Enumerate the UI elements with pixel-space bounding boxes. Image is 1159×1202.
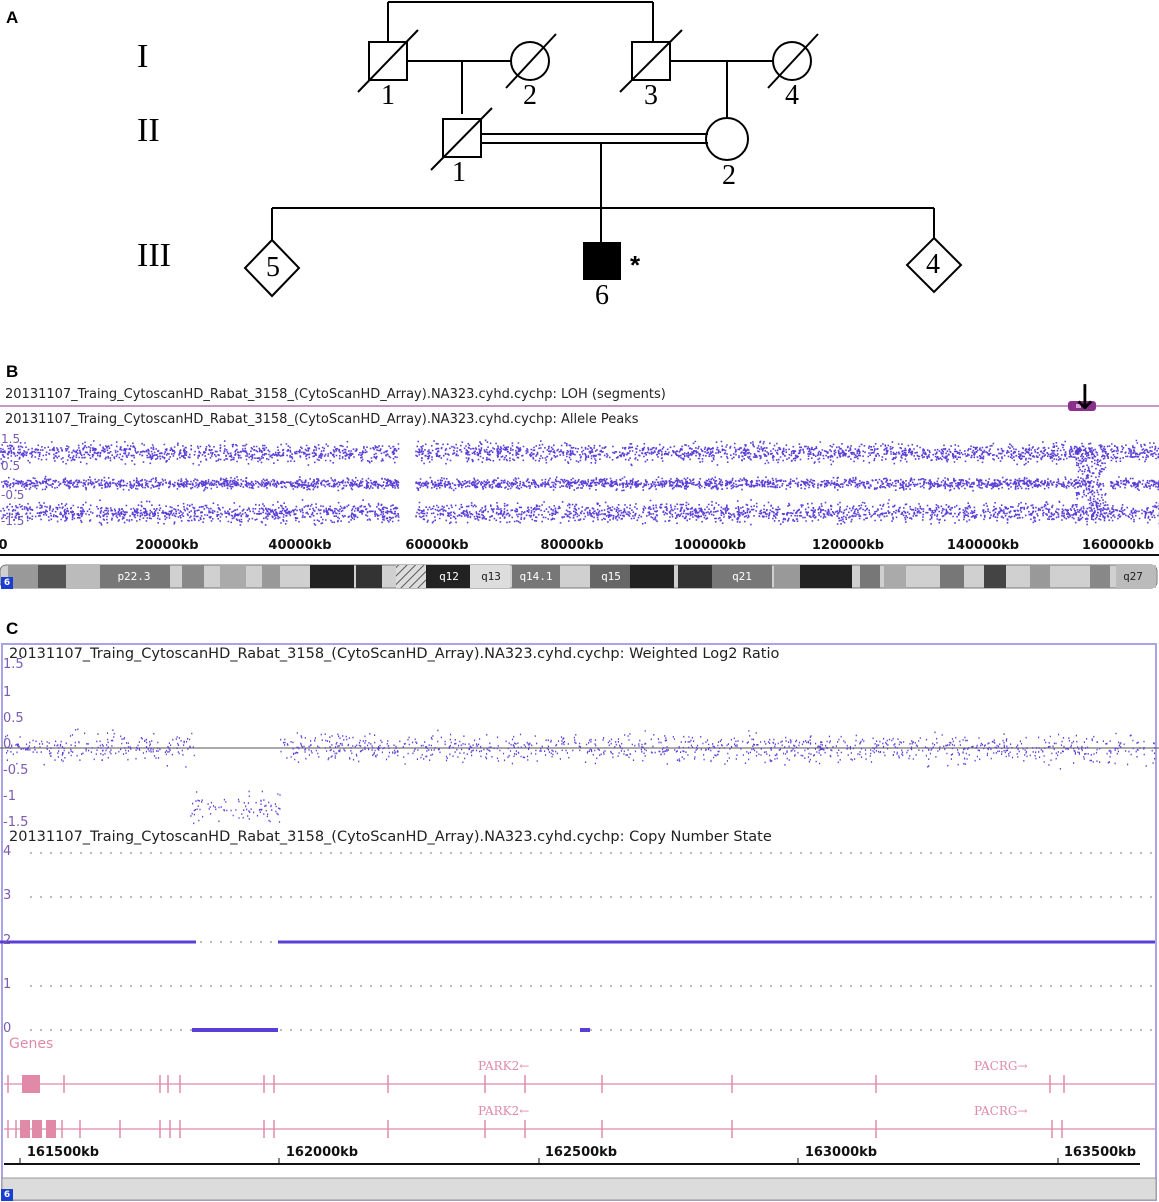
log2-ytick-0-5: 0.5: [3, 711, 24, 726]
log2-ytick-neg-1-5: -1.5: [3, 815, 29, 830]
panel-b-xtick-4: 80000kb: [540, 538, 604, 553]
individual-count-iii4: 4: [926, 249, 940, 280]
pedigree-diagram: [243, 1, 963, 298]
band-label-p22-3: p22.3: [117, 570, 151, 583]
loh-segment: [1068, 401, 1096, 411]
individual-number-i3: 3: [644, 80, 658, 111]
allele-peak-points: [0, 439, 1159, 526]
log2-ytick-1-5: 1.5: [3, 657, 24, 672]
panel-c-ideogram-strip: [1, 1177, 1157, 1201]
allele-peaks-plot: [0, 439, 1159, 526]
allele-ytick-4: -1.5: [1, 514, 25, 528]
cn-segment-1: [278, 940, 1155, 944]
log2-ytick-neg-0-5: -0.5: [3, 763, 29, 778]
deceased-mark-i4: [767, 33, 819, 89]
panel-c-chromosome-badge: 6: [1, 1189, 13, 1201]
panel-c-axis-line: [4, 1158, 1140, 1165]
cn-ytick-3: 3: [3, 888, 12, 903]
cn-segment-3: [580, 1028, 590, 1032]
panel-b-xtick-1: 20000kb: [135, 538, 199, 553]
band-label-q12: q12: [439, 570, 459, 583]
gene-label-park2-2: PARK2←: [478, 1104, 530, 1118]
panel-c-xtick-161500: 161500kb: [26, 1145, 100, 1160]
panel-b-xtick-2: 40000kb: [268, 538, 332, 553]
panel-b-axis-line: [0, 554, 1159, 556]
generation-label-ii: II: [137, 112, 160, 149]
panel-b-xtick-8: 160000kb: [1081, 538, 1155, 553]
band-label-q15: q15: [601, 570, 621, 583]
panel-c-xtick-162000: 162000kb: [285, 1145, 359, 1160]
log2-track-title: 20131107_Traing_CytoscanHD_Rabat_3158_(C…: [9, 646, 780, 662]
cn-ytick-1: 1: [3, 977, 12, 992]
panel-b-xtick-0: 0: [0, 538, 8, 553]
generation-label-i: I: [137, 38, 149, 75]
individual-number-ii1: 1: [452, 157, 466, 188]
loh-arrow: ↓: [1070, 378, 1100, 418]
deceased-mark-i2: [505, 33, 557, 89]
band-label-q27: q27: [1123, 570, 1143, 583]
panel-b-letter: B: [6, 362, 19, 381]
allele-ytick-1: 1.5: [1, 432, 21, 446]
band-label-q14-1: q14.1: [519, 570, 553, 583]
panel-b-xtick-7: 140000kb: [946, 538, 1020, 553]
log2-ytick-1: 1: [3, 685, 12, 700]
panel-b-xtick-6: 120000kb: [811, 538, 885, 553]
individual-iii6-affected: [583, 242, 621, 280]
proband-asterisk: *: [629, 250, 641, 280]
copy-number-plot: [0, 852, 1155, 1032]
deceased-mark-i3: [619, 29, 683, 93]
individual-ii2: [705, 117, 749, 161]
individual-number-iii6: 6: [595, 280, 609, 311]
individual-i4: [772, 41, 812, 81]
gene-models: [4, 1075, 1155, 1138]
individual-i2: [510, 41, 550, 81]
allele-peaks-title: 20131107_Traing_CytoscanHD_Rabat_3158_(C…: [5, 412, 639, 427]
generation-label-iii: III: [137, 237, 171, 274]
gene-label-pacrg-1: PACRG→: [974, 1059, 1028, 1073]
cn-ytick-4: 4: [3, 844, 12, 859]
individual-number-i1: 1: [381, 80, 395, 111]
individual-number-ii2: 2: [722, 160, 736, 191]
allele-ytick-2: 0.5: [1, 459, 21, 473]
individual-count-iii5: 5: [266, 252, 280, 283]
gene-label-park2-1: PARK2←: [478, 1059, 530, 1073]
cn-ytick-2: 2: [3, 933, 12, 948]
genes-track-title: Genes: [9, 1036, 54, 1052]
allele-ytick-3: -0.5: [1, 488, 25, 502]
gene-label-pacrg-2: PACRG→: [974, 1104, 1028, 1118]
loh-track-title: 20131107_Traing_CytoscanHD_Rabat_3158_(C…: [5, 387, 666, 402]
panel-c-xtick-162500: 162500kb: [544, 1145, 618, 1160]
log2-ratio-points: [4, 728, 1156, 825]
individual-number-i4: 4: [785, 80, 799, 111]
panel-b-xtick-3: 60000kb: [405, 538, 469, 553]
loh-track: [0, 401, 1159, 411]
panel-a-letter: A: [6, 8, 19, 27]
individual-iii5: [243, 238, 301, 298]
panel-c-xtick-163000: 163000kb: [804, 1145, 878, 1160]
log2-ytick-neg-1: -1: [3, 789, 16, 804]
panel-b-chromosome-badge: 6: [1, 577, 13, 589]
panel-c-xtick-163500: 163500kb: [1063, 1145, 1137, 1160]
cn-ytick-0: 0: [3, 1021, 12, 1036]
cn-segment-2: [192, 1028, 278, 1032]
deceased-mark-i1: [357, 29, 419, 93]
individual-iii4: [905, 236, 963, 294]
band-label-q21: q21: [732, 570, 752, 583]
cn-segment-0: [0, 940, 196, 944]
panel-c-letter: C: [6, 619, 19, 638]
log2-ratio-plot: [0, 728, 1159, 825]
individual-ii1: [442, 118, 482, 158]
band-label-q13: q13: [481, 570, 501, 583]
deceased-mark-ii1: [430, 107, 493, 171]
cn-track-title: 20131107_Traing_CytoscanHD_Rabat_3158_(C…: [9, 829, 772, 845]
panel-b-xtick-5: 100000kb: [673, 538, 747, 553]
log2-ytick-0: 0: [3, 737, 12, 752]
individual-number-i2: 2: [523, 80, 537, 111]
chromosome-ideogram: [0, 564, 1158, 589]
